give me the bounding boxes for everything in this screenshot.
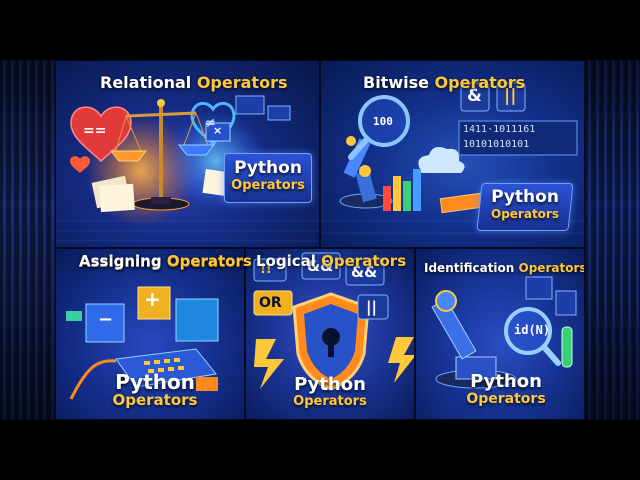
plus-glyph: +: [144, 287, 161, 311]
robot-arm-icon: [339, 136, 393, 209]
panel-title-identification: Identification Operators: [424, 261, 585, 275]
screen-icon: [555, 290, 577, 316]
and-glyph-2: &&: [351, 263, 378, 281]
bitwise-illustration: [321, 82, 584, 234]
balance-scale-icon: [109, 99, 216, 211]
binary-line-2: 10101010101: [463, 139, 530, 150]
pipes-glyph: ||: [366, 298, 377, 316]
cube-icon: [85, 286, 219, 343]
title-logical: Logical Operators: [256, 252, 407, 270]
panel-logical: !! && && OR ||: [245, 248, 415, 420]
minus-glyph: −: [98, 309, 114, 330]
screen-icon: [267, 105, 291, 121]
panel-title-assigning-text: Assigning Operators: [79, 253, 245, 271]
screen-icon: [205, 122, 231, 142]
identification-illustration: [431, 276, 577, 389]
lightning-icon: [254, 339, 284, 389]
magnifier-icon: [348, 95, 410, 160]
panel-relational: == ≠ × Relational Operators Python Opera…: [55, 60, 320, 248]
operators-collage: == ≠ × Relational Operators Python Opera…: [55, 60, 585, 420]
panel-title-bitwise: Bitwise Operators: [363, 73, 526, 92]
bitwise-or-glyph: ||: [504, 86, 517, 106]
orange-tile: [196, 377, 218, 391]
python-badge-relational: [224, 153, 312, 203]
heart-outline-icon: [190, 101, 236, 147]
assigning-illustration: [66, 286, 219, 400]
binary-screen: [458, 120, 578, 156]
magnifier-icon: [504, 307, 561, 366]
brand-logical-block: Python Operators: [293, 374, 367, 409]
not-glyph: !!: [260, 262, 272, 277]
screen-icon: [235, 95, 265, 115]
right-edge-stack: [585, 60, 640, 420]
and-card: [460, 82, 490, 112]
brand-identification: Python Operators: [466, 371, 546, 407]
shield-lock-icon: [292, 292, 370, 391]
cloud-icon: [418, 147, 465, 173]
bar-chart-icon: [383, 169, 421, 211]
not-card: [253, 258, 287, 282]
panel-bitwise: 100 & || 1411·1011161 10101010101 Bitwis…: [320, 60, 585, 248]
teal-tile: [66, 311, 82, 321]
and-card: [301, 252, 341, 280]
left-edge-stack: [0, 60, 55, 420]
and-card: [345, 258, 385, 286]
and-glyph-1: &&: [307, 257, 334, 275]
or-word-glyph: OR: [259, 295, 282, 311]
calculator-icon: [115, 348, 217, 388]
brand-bitwise: Python Operators: [491, 187, 559, 221]
panel-title-relational: Relational Operators: [100, 73, 288, 92]
bitwise-and-glyph: &: [467, 86, 482, 106]
pipes-card: [357, 294, 389, 320]
swirl-decoration: [69, 359, 117, 400]
panel-assigning: + − Assigning Operators: [55, 248, 245, 420]
microscope-icon: [431, 290, 517, 389]
brand-assigning-block: Python Operators: [112, 370, 198, 409]
test-tube-icon: [561, 326, 573, 368]
heart-icon: [70, 106, 132, 163]
brand-relational: Python Operators: [231, 158, 305, 193]
id-lens-text: id(N): [514, 323, 551, 337]
or-card: [496, 82, 526, 112]
lightning-icon: [388, 337, 414, 383]
screen-icon: [525, 276, 553, 300]
lens-text: 100: [373, 115, 393, 128]
equals-operator-glyph: ==: [83, 123, 107, 139]
orange-block: [439, 192, 483, 214]
not-equals-glyph: ≠: [205, 116, 216, 131]
logical-illustration: [253, 252, 414, 391]
multiply-glyph: ×: [213, 124, 223, 137]
panel-identification: id(N) Identification Operators Python Op…: [415, 248, 585, 420]
title-assigning: Assigning Operators: [79, 252, 252, 270]
or-card: [253, 290, 293, 316]
binary-line-1: 1411·1011161: [463, 124, 536, 135]
small-heart-icon: [70, 156, 90, 173]
